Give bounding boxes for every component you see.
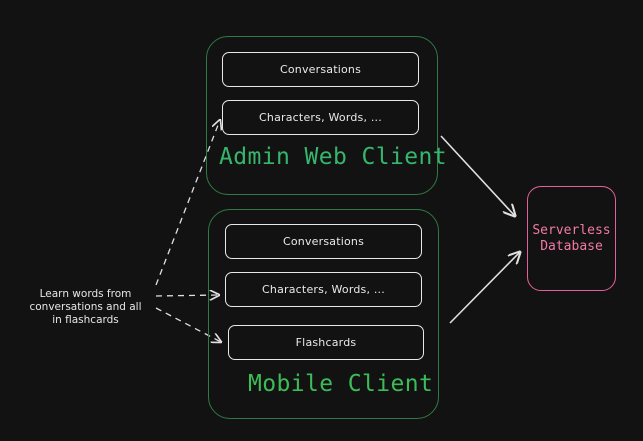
mobile-characters-words-box: Characters, Words, ... (225, 272, 422, 307)
flashcards-annotation: Learn words from conversations and all i… (29, 288, 142, 326)
mobile-conversations-box: Conversations (225, 224, 422, 259)
admin-characters-words-box: Characters, Words, ... (222, 100, 419, 135)
note-to-flashcards-arrow (155, 307, 221, 342)
mobile-to-database-arrow (449, 252, 520, 324)
mobile-client-title: Mobile Client (248, 371, 434, 397)
admin-web-client-title: Admin Web Client (219, 144, 447, 170)
admin-conversations-box: Conversations (222, 52, 419, 87)
mobile-client-group (208, 209, 439, 419)
admin-to-database-arrow (440, 135, 515, 216)
mobile-flashcards-box: Flashcards (228, 325, 424, 360)
admin-web-client-group (206, 36, 438, 195)
note-to-admin-words-arrow (155, 120, 220, 286)
serverless-database-box: Serverless Database (527, 186, 616, 291)
